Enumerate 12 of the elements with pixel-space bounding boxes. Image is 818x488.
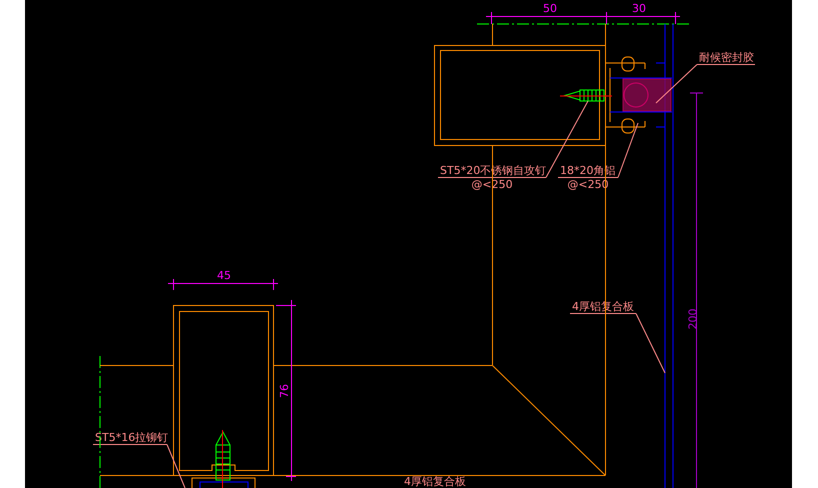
leader-line xyxy=(636,313,666,374)
dimension-label: 45 xyxy=(217,270,231,282)
leader-line xyxy=(166,444,186,488)
leader-line xyxy=(546,100,588,178)
callout-label: 耐候密封胶 xyxy=(697,51,755,65)
callout-label: 4厚铝复合板 xyxy=(404,476,466,488)
callout-label: ST5*16拉铆钉 xyxy=(93,431,167,445)
leader-line xyxy=(618,122,638,178)
dimension-label: 30 xyxy=(632,3,646,15)
dimension-label: 76 xyxy=(279,384,291,398)
leader-line xyxy=(656,64,698,104)
dimension-label: 50 xyxy=(543,3,557,15)
